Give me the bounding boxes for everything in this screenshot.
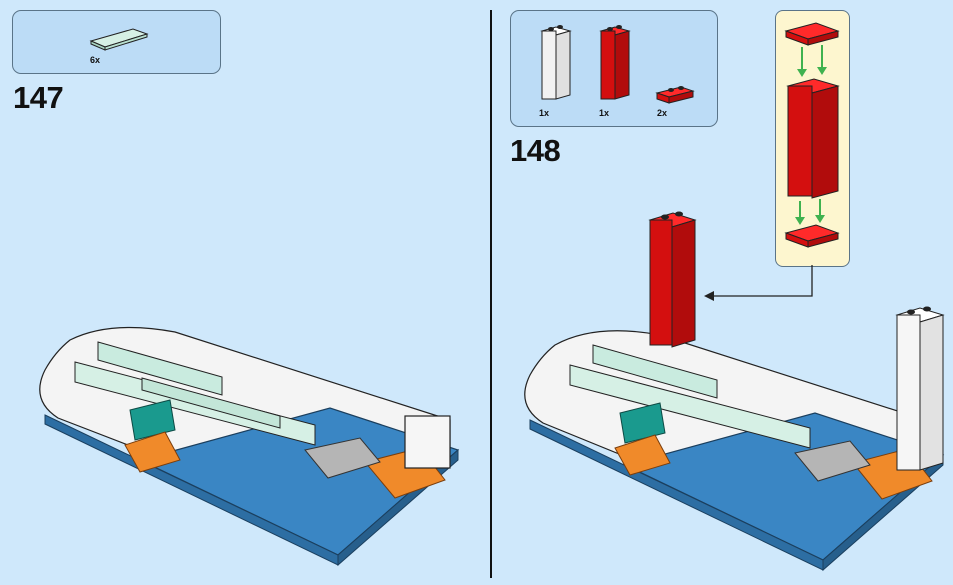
part-light-aqua-tile-icon	[89, 28, 149, 51]
callout-pointer-arrow	[704, 265, 813, 301]
placed-red-brick	[648, 211, 697, 348]
part-quantity: 1x	[539, 108, 550, 118]
model-step-147	[39, 326, 460, 567]
step-number-148: 148	[510, 133, 561, 168]
sub-assembly-callout	[775, 10, 850, 267]
part-quantity: 6x	[90, 55, 101, 65]
step-number-147: 147	[13, 80, 64, 115]
part-quantity: 2x	[657, 108, 668, 118]
parts-box-step-147: 6x	[12, 10, 221, 74]
model-assembly-147	[39, 326, 460, 567]
part-red-brick-icon	[599, 25, 631, 100]
placed-white-brick	[895, 306, 945, 471]
sub-assembly-diagram	[784, 22, 840, 248]
model-step-148	[524, 211, 945, 572]
parts-box-step-148: 1x 1x 2x	[510, 10, 718, 127]
part-red-plate-icon	[655, 86, 695, 104]
part-quantity: 1x	[599, 108, 610, 118]
model-assembly-148	[524, 211, 945, 572]
part-white-brick-icon	[540, 25, 572, 100]
step-divider	[490, 10, 492, 578]
